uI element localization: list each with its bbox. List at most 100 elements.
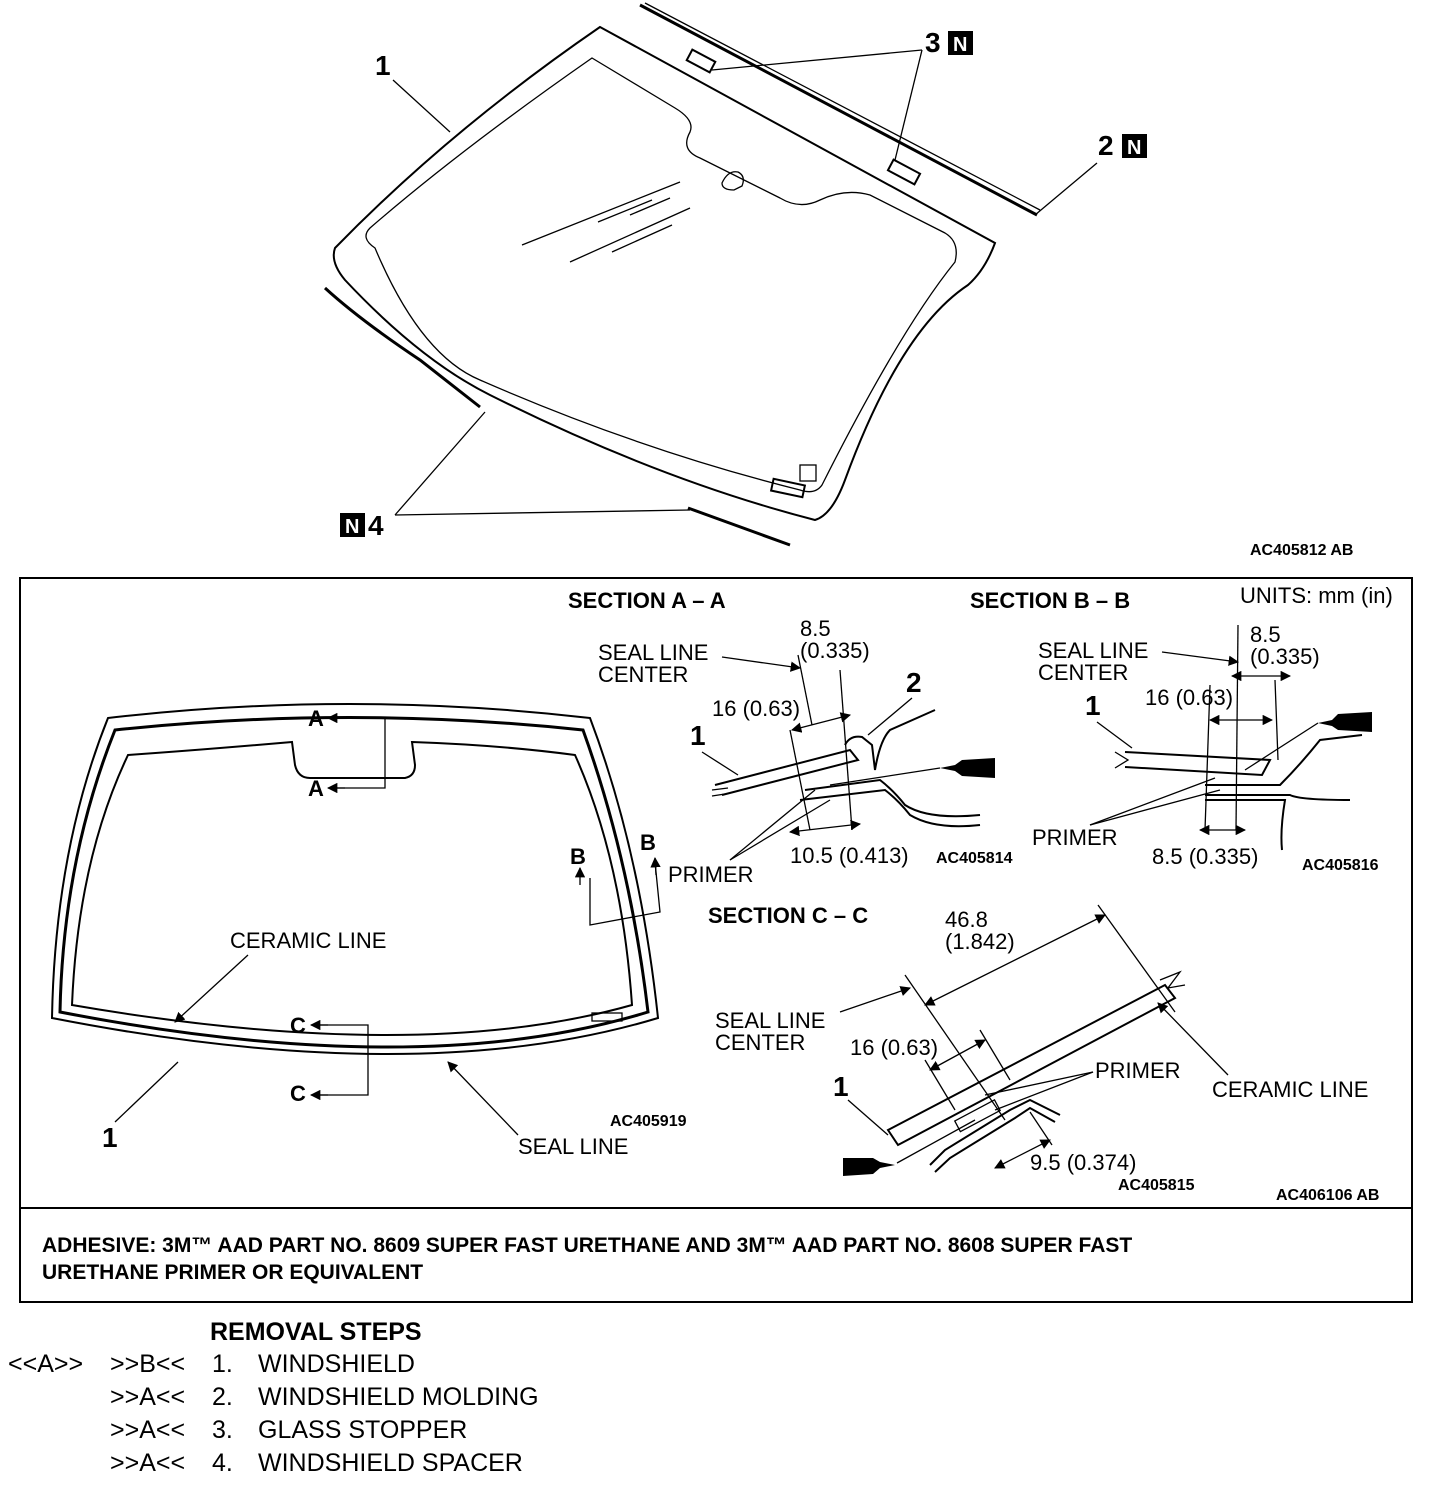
section-line-c [318, 1024, 369, 1096]
adhesive-gun-icon-aa [940, 758, 995, 778]
callout-1: 1 [375, 50, 391, 81]
windshield-ceramic-line [365, 57, 957, 493]
windshield-glass-outline [332, 25, 997, 522]
step-row: <<A>> >>B<< 1. WINDSHIELD [0, 1350, 700, 1382]
marker-b-left: B [570, 844, 586, 869]
section-bb-callout-1: 1 [1085, 690, 1101, 721]
overview-windshield: A A B B C C CERAMIC LINE SEAL LINE 1 AC4… [50, 703, 687, 1159]
adhesive-note-line1: ADHESIVE: 3M™ AAD PART NO. 8609 SUPER FA… [42, 1234, 1133, 1257]
leader-3b [894, 49, 923, 161]
figure-code-top: AC405812 AB [1250, 542, 1353, 559]
step-row: >>A<< 4. WINDSHIELD SPACER [0, 1449, 700, 1481]
section-aa-dim-top-1: 8.5 [800, 616, 831, 641]
section-cc-title: SECTION C – C [708, 903, 868, 928]
overview-callout-1: 1 [102, 1122, 118, 1153]
section-aa-body-panel [799, 788, 981, 828]
section-bb-glass [1124, 751, 1272, 777]
section-cc-dim-16: 16 (0.63) [850, 1035, 938, 1060]
windshield-spacer-left [323, 286, 481, 409]
section-bb-dim-bottom: 8.5 (0.335) [1152, 844, 1258, 869]
overview-stopper [591, 1012, 623, 1022]
marker-c-bottom: C [290, 1081, 306, 1106]
callout-4: 4 [368, 510, 384, 541]
section-cc-seal-2: CENTER [715, 1030, 805, 1055]
section-aa-title: SECTION A – A [568, 588, 726, 613]
step-row: >>A<< 3. GLASS STOPPER [0, 1416, 700, 1448]
overview-seal-line-label: SEAL LINE [518, 1134, 628, 1159]
section-panel-frame [19, 577, 1413, 1303]
section-aa-seal-2: CENTER [598, 662, 688, 687]
leader-3a [711, 49, 923, 71]
windshield-spacer-bottom [687, 506, 791, 547]
section-aa-dim-top-2: (0.335) [800, 638, 870, 663]
step-name: WINDSHIELD [258, 1350, 415, 1378]
section-aa-code: AC405814 [936, 850, 1013, 867]
step-name: WINDSHIELD SPACER [258, 1449, 523, 1477]
section-bb-dim-top-2: (0.335) [1250, 644, 1320, 669]
section-bb-title: SECTION B – B [970, 588, 1130, 613]
step-name: WINDSHIELD MOLDING [258, 1383, 539, 1411]
adhesive-note: ADHESIVE: 3M™ AAD PART NO. 8609 SUPER FA… [42, 1232, 1402, 1286]
section-cc-primer: PRIMER [1095, 1058, 1181, 1083]
section-line-b [589, 861, 661, 926]
windshield-molding [639, 3, 1038, 217]
section-cc-ceramic-line: CERAMIC LINE [1212, 1077, 1368, 1102]
section-aa-molding [844, 709, 936, 771]
n-mark-icon-3 [948, 31, 973, 55]
section-bb-dim-16: 16 (0.63) [1145, 685, 1233, 710]
section-line-a [335, 717, 386, 789]
overview-seal-line [58, 716, 650, 1049]
section-aa-callout-1: 1 [690, 720, 706, 751]
callout-2: 2 [1098, 130, 1114, 161]
adhesive-gun-icon-bb [1318, 712, 1372, 732]
section-bb-dim-top-1: 8.5 [1250, 622, 1281, 647]
section-cc-dim-bottom: 9.5 (0.374) [1030, 1150, 1136, 1175]
marker-b-right: B [640, 830, 656, 855]
section-aa-primer: PRIMER [668, 862, 754, 887]
glass-stopper-bottom [769, 477, 807, 499]
section-aa-seal-1: SEAL LINE [598, 640, 708, 665]
marker-a-bottom: A [308, 776, 324, 801]
panel-code: AC406106 AB [1276, 1187, 1379, 1204]
section-bb-seal-1: SEAL LINE [1038, 638, 1148, 663]
section-aa-glass [714, 748, 860, 796]
step-ref-b: >>A<< [110, 1449, 186, 1477]
section-cc-glass [886, 983, 1177, 1147]
adhesive-gun-icon-cc [843, 1158, 895, 1176]
overview-glass-outer [50, 703, 660, 1055]
sensor-mount [721, 171, 744, 191]
glass-reflection-lines [521, 181, 691, 263]
glass-stopper-top-right [886, 158, 922, 186]
leader-2 [1034, 162, 1098, 216]
step-number: 2. [212, 1383, 233, 1411]
marker-a-top: A [308, 706, 324, 731]
adhesive-note-line2: URETHANE PRIMER OR EQUIVALENT [42, 1261, 424, 1284]
marker-c-top: C [290, 1013, 306, 1038]
section-bb-code: AC405816 [1302, 857, 1379, 874]
section-cc-callout-1: 1 [833, 1071, 849, 1102]
glass-stopper-top-left [685, 48, 717, 74]
n-mark-icon-4 [340, 513, 365, 537]
removal-steps-header: REMOVAL STEPS [210, 1318, 422, 1346]
section-cc-seal-1: SEAL LINE [715, 1008, 825, 1033]
overview-ceramic-line [70, 740, 634, 1036]
section-aa-dim-bottom: 10.5 (0.413) [790, 843, 909, 868]
section-aa-callout-2: 2 [906, 667, 922, 698]
windshield-exploded-view: 1 3 N 2 N N 4 AC405812 AB [323, 2, 1353, 559]
section-bb-body-panel [1205, 734, 1363, 786]
leader-4a [394, 411, 486, 516]
leader-1 [392, 79, 451, 133]
overview-code: AC405919 [610, 1113, 687, 1130]
n-mark-3: N [953, 34, 967, 56]
step-ref-a: <<A>> [8, 1350, 84, 1378]
leader-4b [394, 509, 691, 516]
step-ref-b: >>B<< [110, 1350, 186, 1378]
section-bb-primer: PRIMER [1032, 825, 1118, 850]
section-cc-body-panel [929, 1098, 1061, 1166]
section-aa-dim-16: 16 (0.63) [712, 696, 800, 721]
step-row: >>A<< 2. WINDSHIELD MOLDING [0, 1383, 700, 1415]
section-cc-code: AC405815 [1118, 1177, 1195, 1194]
section-bb: SECTION B – B SEAL LINE CENTER 8.5 (0.33… [970, 588, 1379, 874]
section-cc: SECTION C – C 46.8 (1.842) SEAL LINE CEN… [708, 903, 1368, 1194]
vin-window [799, 464, 817, 482]
